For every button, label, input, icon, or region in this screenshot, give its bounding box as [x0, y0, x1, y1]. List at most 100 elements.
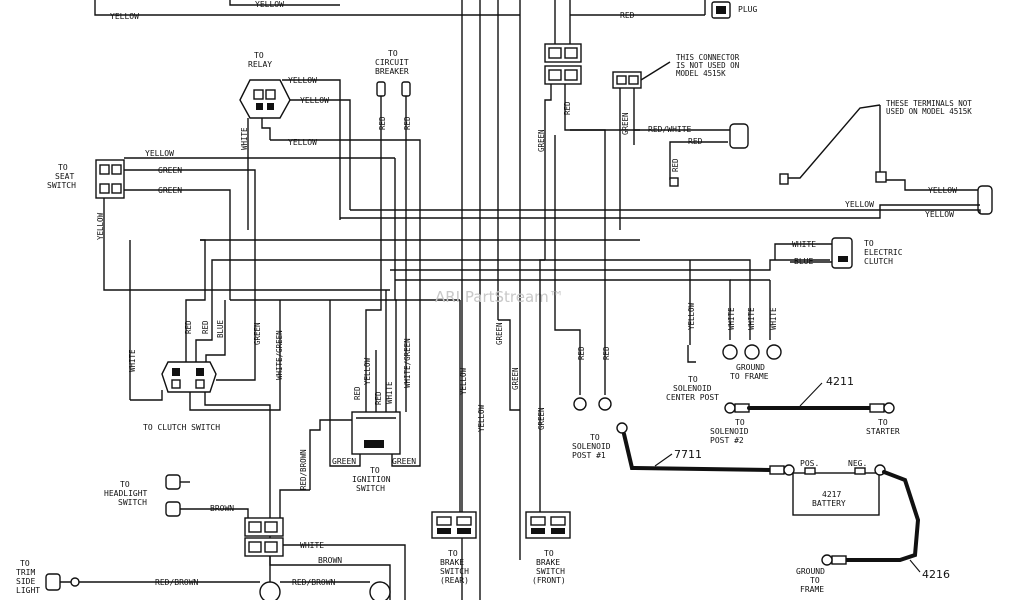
- connector-note-1: THIS CONNECTOR: [676, 53, 740, 62]
- wire-label-relay-white: WHITE: [240, 127, 249, 150]
- relay-connector: [239, 79, 421, 260]
- brake-rear-label-to: TO: [448, 549, 458, 558]
- ground-frame-label-1: GROUND: [736, 363, 765, 372]
- wire-label-seat-yellow: YELLOW: [145, 149, 174, 158]
- headlight-label-to: TO: [120, 480, 130, 489]
- watermark: ARI PartStream™: [435, 288, 564, 306]
- wire-label-ground-white2: WHITE: [747, 307, 756, 330]
- wire-label-center-yellow1: YELLOW: [459, 367, 468, 395]
- trim-label-3: LIGHT: [16, 586, 40, 595]
- wire-label-clutch-red2: RED: [201, 320, 210, 334]
- brake-rear-label-3: (REAR): [440, 576, 469, 585]
- wire-label-headlight-brown2: BROWN: [318, 556, 342, 565]
- breaker-label-2: BREAKER: [375, 67, 409, 76]
- wire-label-headlight-white: WHITE: [300, 541, 324, 550]
- wire-label-trim-red-brown1: RED/BROWN: [155, 578, 199, 587]
- starter-label-0: TO: [878, 418, 888, 427]
- wire-label-ign-red2: RED: [374, 391, 383, 405]
- brake-front-label-3: (FRONT): [532, 576, 566, 585]
- ignition-switch: [309, 260, 421, 490]
- unused-connector: [612, 61, 671, 230]
- brake-front-label-to: TO: [544, 549, 554, 558]
- relay-label: RELAY: [248, 60, 272, 69]
- wire-label-center-green3: GREEN: [537, 407, 546, 430]
- headlight-switch-wires: [165, 474, 406, 600]
- battery-label-1: BATTERY: [812, 499, 846, 508]
- brake-switch-front: [525, 510, 571, 539]
- cable-4216: [821, 464, 921, 573]
- brake-rear-label-1: BRAKE: [440, 558, 464, 567]
- wire-label-ign-green1: GREEN: [332, 457, 356, 466]
- brake-front-label-1: BRAKE: [536, 558, 560, 567]
- wire-label-center-green1: GREEN: [495, 322, 504, 345]
- seat-label-to: TO: [58, 163, 68, 172]
- eclutch-label-to: TO: [864, 239, 874, 248]
- cable-4211: [724, 382, 895, 414]
- breaker-terminals: [376, 81, 411, 300]
- seat-label-2: SWITCH: [47, 181, 76, 190]
- trim-label-2: SIDE: [16, 577, 35, 586]
- terminal-note-1: THESE TERMINALS NOT: [886, 99, 972, 108]
- clutch-switch-label: TO CLUTCH SWITCH: [143, 423, 220, 432]
- trim-label-1: TRIM: [16, 568, 35, 577]
- wire-label-center-green2: GREEN: [511, 367, 520, 390]
- part-4211: 4211: [826, 375, 854, 388]
- horizontal-bus: [200, 158, 981, 301]
- battery-label-0: 4217: [822, 490, 841, 499]
- spark-plug-label: PLUG: [738, 5, 757, 14]
- solenoid2-label-1: SOLENOID: [710, 427, 749, 436]
- wire-label-clutch-white: WHITE: [792, 240, 816, 249]
- center-jog-wire-2: [539, 259, 545, 510]
- ground2-label-0: GROUND: [796, 567, 825, 576]
- wire-label-top-red: RED: [620, 11, 635, 20]
- wire-label-top-yellow-2: YELLOW: [255, 0, 284, 9]
- wire-label-bus-yellow1: YELLOW: [845, 200, 874, 209]
- solenoid2-label-2: POST #2: [710, 436, 744, 445]
- wire-label-seat-green2: GREEN: [158, 186, 182, 195]
- wire-label-relay-yellow1: YELLOW: [288, 76, 317, 85]
- wire-label-clutch-blue: BLUE: [216, 319, 225, 338]
- wire-label-breaker-red1: RED: [378, 116, 387, 130]
- ignition-label-2: SWITCH: [356, 484, 385, 493]
- seat-label-1: SEAT: [55, 172, 74, 181]
- ignition-label-1: IGNITION: [352, 475, 391, 484]
- ground2-label-1: TO: [810, 576, 820, 585]
- spark-plug-connector: [704, 0, 731, 19]
- brake-rear-label-2: SWITCH: [440, 567, 469, 576]
- eclutch-label-2: CLUTCH: [864, 257, 893, 266]
- wire-label-sol1-red1: RED: [577, 346, 586, 360]
- part-7711: 7711: [674, 448, 702, 461]
- seat-switch-connector: [95, 157, 395, 400]
- wire-label-ground-white1: WHITE: [727, 307, 736, 330]
- solenoid-post1-wires: [554, 129, 612, 411]
- wire-label-clutch-blue: BLUE: [794, 257, 813, 266]
- solenoid1-label-2: POST #1: [572, 451, 606, 460]
- wire-label-yellow-r1: YELLOW: [928, 186, 957, 195]
- wire-label-top-yellow: YELLOW: [110, 12, 139, 21]
- ignition-label-to: TO: [370, 466, 380, 475]
- brake-front-label-2: SWITCH: [536, 567, 565, 576]
- center-jog-wire: [498, 319, 520, 411]
- solenoid-center-label-2: CENTER POST: [666, 393, 719, 402]
- wire-label-clutch-white-green: WHITE/GREEN: [275, 330, 284, 380]
- clutch-switch-connector: [130, 239, 281, 600]
- breaker-label-1: CIRCUIT: [375, 58, 409, 67]
- headlight-label-2: SWITCH: [118, 498, 147, 507]
- cable-7711: [616, 422, 795, 476]
- unused-terminals: [779, 104, 993, 215]
- battery-pos-label: POS.: [800, 459, 819, 468]
- solenoid-center-label-1: SOLENOID: [673, 384, 712, 393]
- wire-label-red-white: RED/WHITE: [648, 125, 692, 134]
- wire-label-clutch-red1: RED: [184, 320, 193, 334]
- battery-4217: [792, 467, 880, 516]
- wire-label-center-yellow2: YELLOW: [477, 404, 486, 432]
- connector-note-2: IS NOT USED ON: [676, 61, 739, 70]
- wire-label-headlight-brown: BROWN: [210, 504, 234, 513]
- ground-frame-label-2: TO FRAME: [730, 372, 769, 381]
- terminal-note-2: USED ON MODEL 4515K: [886, 107, 972, 116]
- solenoid-center-label-0: TO: [688, 375, 698, 384]
- relay-label-to: TO: [254, 51, 264, 60]
- solenoid1-label-1: SOLENOID: [572, 442, 611, 451]
